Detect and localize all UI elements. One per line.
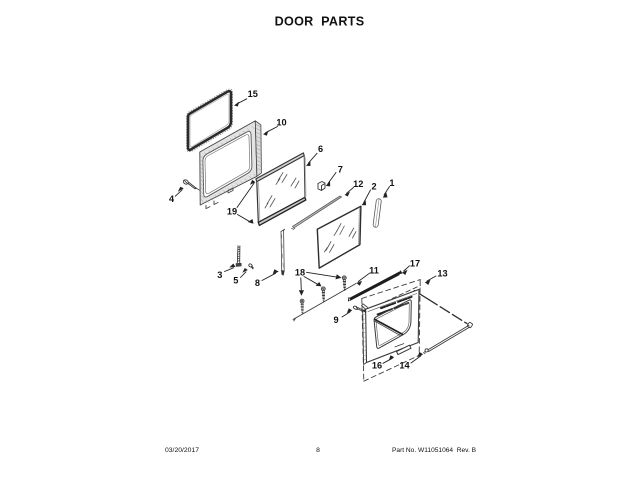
svg-text:10: 10	[276, 118, 286, 128]
svg-text:03/20/2017: 03/20/2017	[165, 447, 199, 454]
svg-text:8: 8	[316, 447, 320, 454]
svg-text:17: 17	[410, 258, 420, 268]
svg-text:16: 16	[372, 361, 382, 371]
svg-text:14: 14	[399, 361, 410, 371]
svg-text:15: 15	[248, 89, 258, 99]
svg-text:11: 11	[369, 265, 379, 275]
svg-text:5: 5	[233, 276, 238, 286]
svg-text:9: 9	[333, 315, 338, 325]
svg-text:13: 13	[437, 268, 447, 278]
svg-text:Part No. W11051064 Rev. B: Part No. W11051064 Rev. B	[392, 447, 477, 454]
svg-text:19: 19	[227, 207, 237, 217]
svg-text:3: 3	[217, 270, 222, 280]
svg-text:7: 7	[338, 164, 343, 174]
svg-text:12: 12	[353, 179, 363, 189]
svg-text:1: 1	[389, 178, 394, 188]
svg-text:6: 6	[318, 144, 323, 154]
svg-text:DOOR PARTS: DOOR PARTS	[275, 15, 365, 29]
svg-text:2: 2	[372, 182, 377, 192]
svg-text:4: 4	[169, 194, 175, 204]
svg-text:18: 18	[295, 267, 305, 277]
svg-text:8: 8	[255, 278, 260, 288]
